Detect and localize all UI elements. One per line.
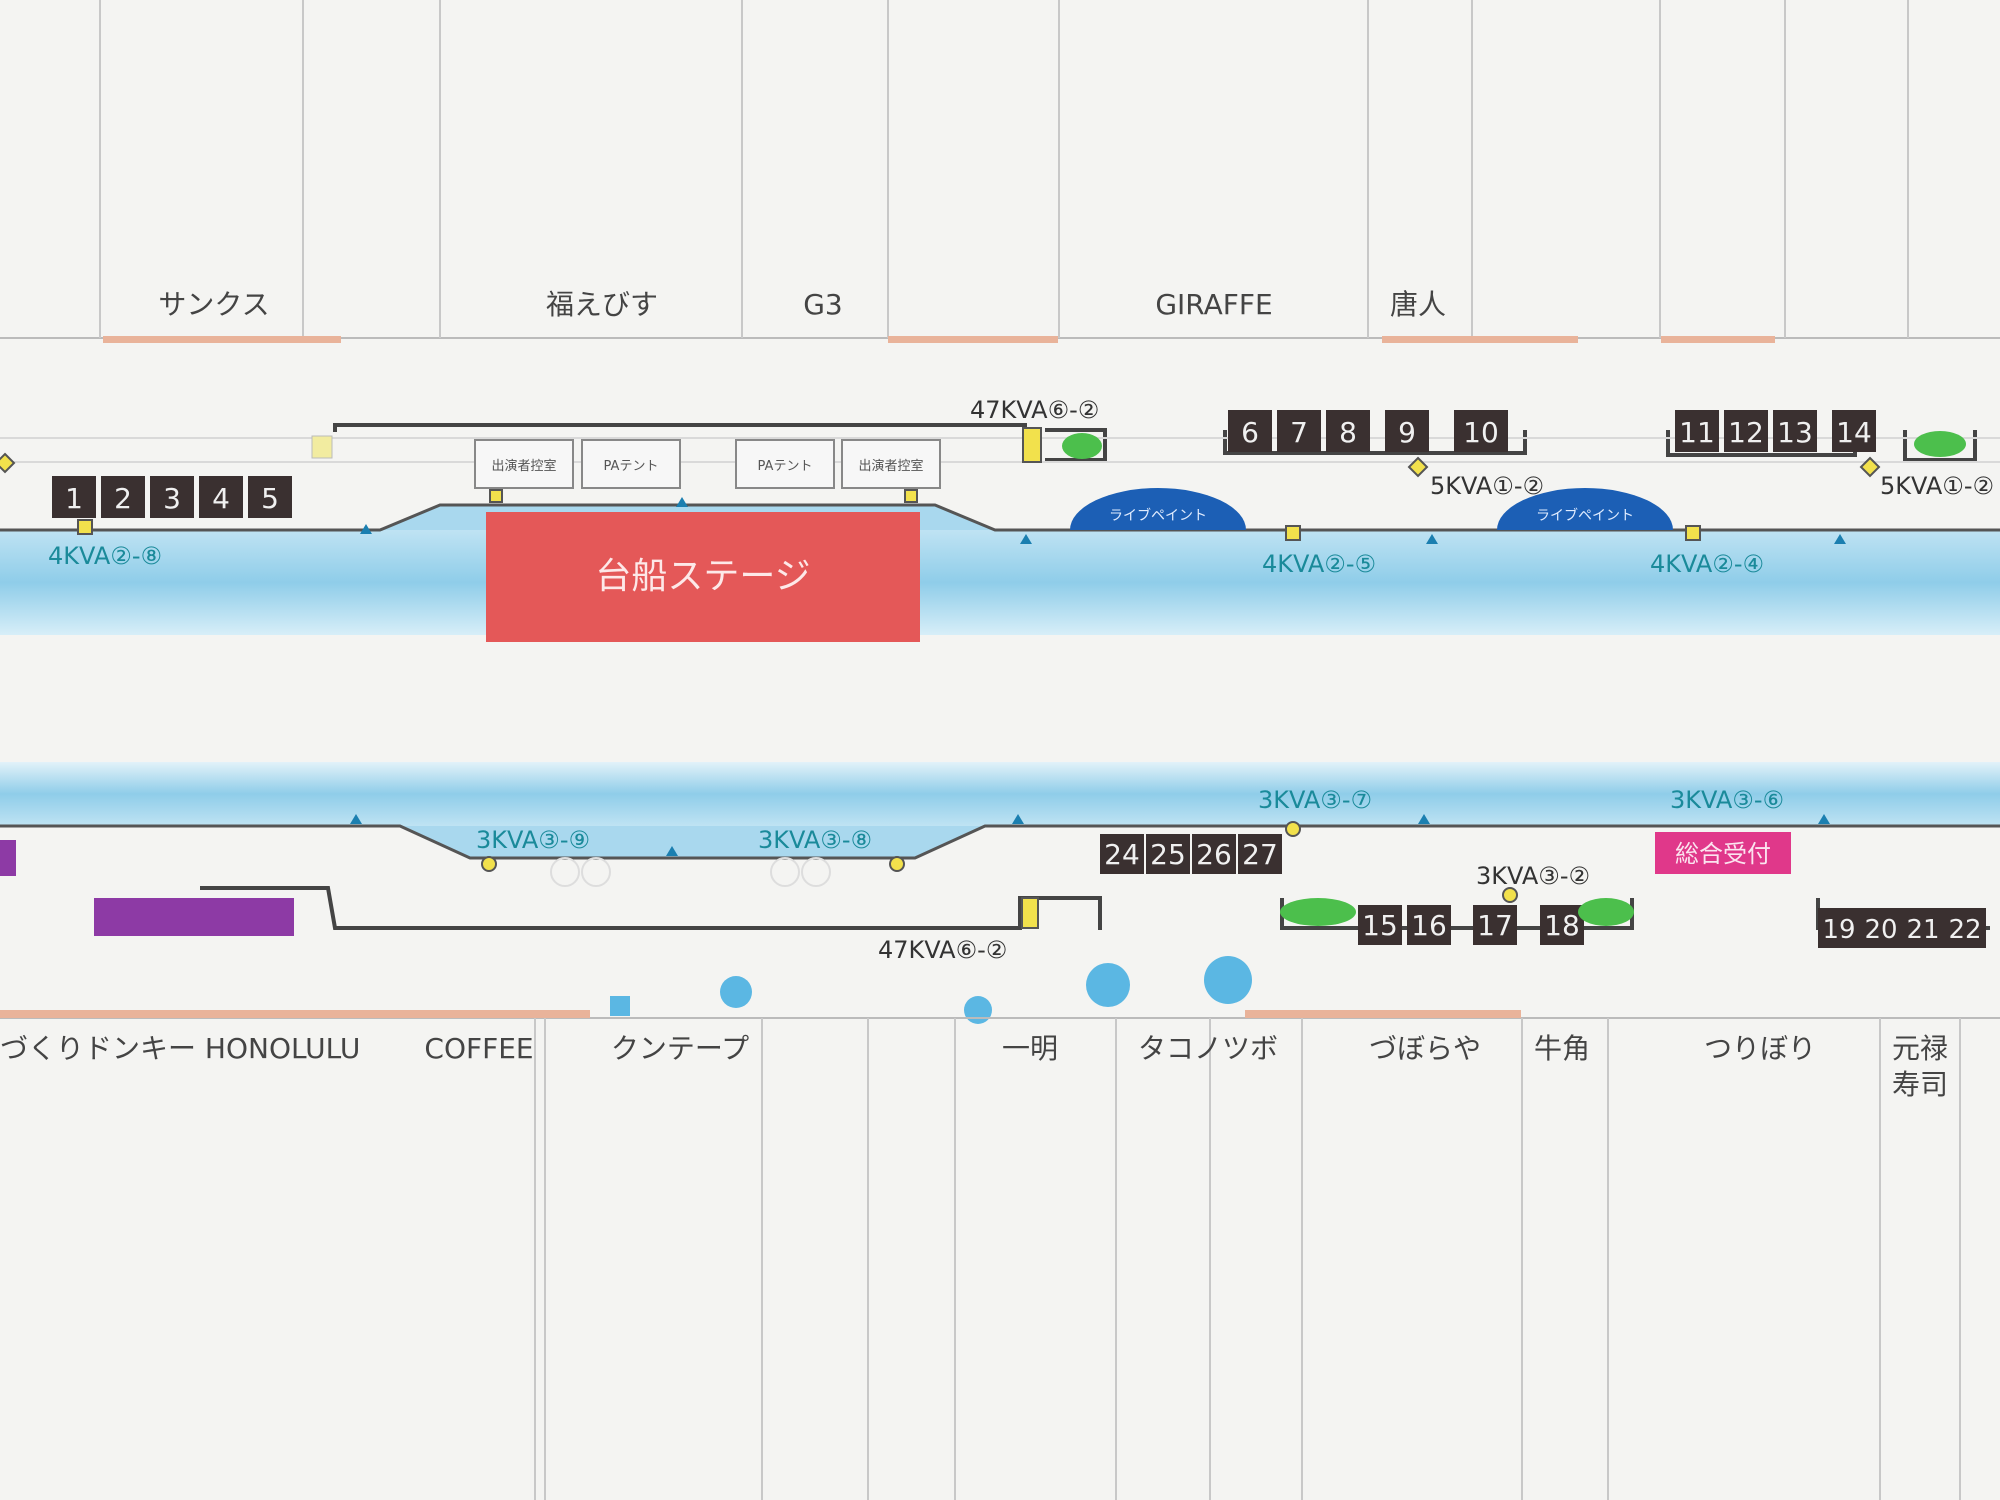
store-tsuribori: つりぼり: [1704, 1032, 1816, 1065]
booth-7: 7: [1290, 416, 1308, 449]
store-gyukaku: 牛角: [1534, 1032, 1590, 1065]
booth-19: 19: [1822, 915, 1855, 945]
stage: 台船ステージ: [486, 512, 920, 642]
booth-25: 25: [1150, 838, 1186, 871]
store-donkey-honolulu: づくりドンキー HONOLULU: [0, 1032, 360, 1065]
power-3kva-3-2: 3KVA③-②: [1476, 862, 1590, 890]
store-coffee: COFFEE: [424, 1032, 533, 1065]
booth-26: 26: [1196, 838, 1232, 871]
fence-bottom: [200, 886, 1990, 930]
power-3kva-3-8: 3KVA③-⑧: [758, 826, 872, 854]
live-paint-label-1: ライブペイント: [1109, 507, 1207, 524]
store-ichimei: 一明: [1002, 1032, 1058, 1065]
booth-6: 6: [1241, 416, 1259, 449]
power-labels-bottom: 3KVA③-⑨ 3KVA③-⑧ 3KVA③-⑦ 3KVA③-⑥ 3KVA③-② …: [476, 786, 1784, 964]
power-47kva-bottom: 47KVA⑥-②: [878, 936, 1007, 964]
booth-17: 17: [1477, 909, 1513, 942]
booth-3: 3: [163, 482, 181, 515]
tents: 出演者控室 PAテント PAテント 出演者控室: [474, 439, 941, 489]
tent-pa-1: PAテント: [604, 459, 659, 474]
store-zuboraya: づぼらや: [1369, 1032, 1481, 1065]
store-kuntep: クンテープ: [611, 1032, 749, 1065]
river-bottom-band: [0, 762, 2000, 903]
booth-27: 27: [1242, 838, 1278, 871]
live-paint-areas: ライブペイント ライブペイント: [1070, 488, 1673, 530]
booth-11: 11: [1679, 416, 1715, 449]
top-markers: [360, 497, 1846, 544]
tent-performer-room-1: 出演者控室: [491, 458, 556, 474]
store-tojin: 唐人: [1390, 288, 1446, 321]
power-3kva-3-7: 3KVA③-⑦: [1258, 786, 1372, 814]
booth-1: 1: [65, 482, 83, 515]
power-3kva-3-6: 3KVA③-⑥: [1670, 786, 1784, 814]
reception-label: 総合受付: [1675, 840, 1771, 868]
store-genroku-line2: 寿司: [1892, 1068, 1948, 1101]
tan-strips: [103, 336, 1775, 343]
power-labels-top: 47KVA⑥-② 4KVA②-⑧ 5KVA①-② 5KVA①-② 4KVA②-⑤…: [48, 396, 1994, 578]
booths-top: 1 2 3 4 5 6 7 8 9 10 11 12 13 14: [52, 410, 1876, 518]
booth-5: 5: [261, 482, 279, 515]
booth-15: 15: [1362, 909, 1398, 942]
power-4kva-2-5: 4KVA②-⑤: [1262, 550, 1376, 578]
power-4kva-2-8: 4KVA②-⑧: [48, 542, 162, 570]
bottom-markers: [350, 814, 1830, 856]
tent-pa-2: PAテント: [758, 459, 813, 474]
store-giraffe: GIRAFFE: [1155, 288, 1272, 321]
booth-2: 2: [114, 482, 132, 515]
booth-13: 13: [1777, 416, 1813, 449]
booth-22: 22: [1948, 915, 1981, 945]
live-paint-label-2: ライブペイント: [1536, 507, 1634, 524]
booth-8: 8: [1339, 416, 1357, 449]
power-4kva-2-4: 4KVA②-④: [1650, 550, 1764, 578]
top-store-row: サンクス 福えびす G3 GIRAFFE 唐人: [0, 0, 2000, 343]
store-genroku-line1: 元禄: [1892, 1032, 1948, 1065]
power-3kva-3-9: 3KVA③-⑨: [476, 826, 590, 854]
booths-bottom: 24 25 26 27 15 16 17 18 19 20 21 22: [1100, 834, 1986, 948]
booth-18: 18: [1544, 909, 1580, 942]
stage-label: 台船ステージ: [595, 556, 810, 597]
top-misc-markers: [0, 427, 1966, 541]
booth-20: 20: [1864, 915, 1897, 945]
booth-4: 4: [212, 482, 230, 515]
store-g3: G3: [803, 288, 843, 321]
booth-16: 16: [1411, 909, 1447, 942]
booth-21: 21: [1906, 915, 1939, 945]
power-47kva-top: 47KVA⑥-②: [970, 396, 1099, 424]
booth-12: 12: [1728, 416, 1764, 449]
store-sunkus: サンクス: [158, 288, 269, 321]
power-5kva-1-2b: 5KVA①-②: [1880, 472, 1994, 500]
store-fukuebisu: 福えびす: [546, 288, 658, 321]
booth-10: 10: [1463, 416, 1499, 449]
bottom-store-row: づくりドンキー HONOLULU COFFEE クンテープ 一明 タコノツボ づ…: [0, 1010, 2000, 1500]
booth-14: 14: [1836, 416, 1872, 449]
tent-performer-room-2: 出演者控室: [858, 458, 923, 474]
store-takonotsubo: タコノツボ: [1138, 1032, 1278, 1065]
booth-9: 9: [1398, 416, 1416, 449]
booth-24: 24: [1104, 838, 1140, 871]
power-5kva-1-2a: 5KVA①-②: [1430, 472, 1544, 500]
